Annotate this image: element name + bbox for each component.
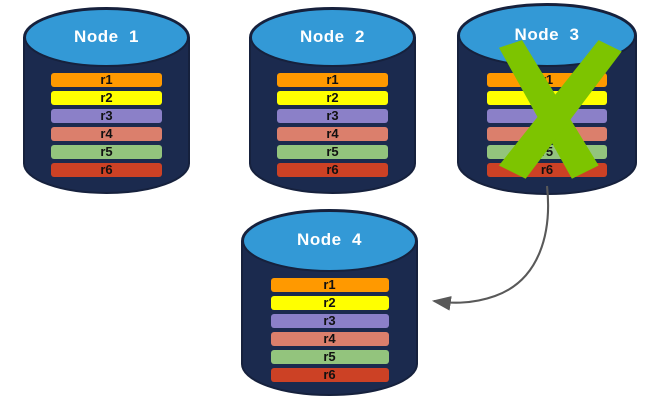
node-4-row-r1[interactable]: r1 bbox=[270, 278, 389, 292]
node-4-row-r6[interactable]: r6 bbox=[270, 368, 389, 382]
node-1-row-r2[interactable]: r2 bbox=[51, 91, 162, 105]
node-4-rows: r1 r2 r3 r4 r5 r6 bbox=[242, 278, 417, 386]
cylinder-top-ellipse bbox=[242, 210, 417, 272]
node-4-row-r5[interactable]: r5 bbox=[270, 350, 389, 364]
node-2-row-r6[interactable]: r6 bbox=[277, 163, 388, 177]
node-1-row-r1[interactable]: r1 bbox=[51, 73, 162, 87]
node-3-row-r5[interactable]: r5 bbox=[487, 145, 607, 159]
node-1-row-r4[interactable]: r4 bbox=[51, 127, 162, 141]
node-3-row-r2[interactable]: r2 bbox=[487, 91, 607, 105]
node-4-row-r3[interactable]: r3 bbox=[270, 314, 389, 328]
node-3-row-r1[interactable]: r1 bbox=[487, 73, 607, 87]
node-1-row-r3[interactable]: r3 bbox=[51, 109, 162, 123]
node-2-rows: r1 r2 r3 r4 r5 r6 bbox=[250, 73, 415, 181]
node-2-row-r4[interactable]: r4 bbox=[277, 127, 388, 141]
node-3-row-r6[interactable]: r6 bbox=[487, 163, 607, 177]
node-3-row-r3[interactable]: r3 bbox=[487, 109, 607, 123]
cylinder-top-ellipse bbox=[458, 4, 636, 67]
node-1-row-r5[interactable]: r5 bbox=[51, 145, 162, 159]
node-2-row-r2[interactable]: r2 bbox=[277, 91, 388, 105]
cylinder-top-ellipse bbox=[250, 8, 415, 67]
node-2-row-r5[interactable]: r5 bbox=[277, 145, 388, 159]
node-1-rows: r1 r2 r3 r4 r5 r6 bbox=[24, 73, 189, 181]
node-4-row-r4[interactable]: r4 bbox=[270, 332, 389, 346]
cylinder-top-ellipse bbox=[24, 8, 189, 67]
node-3-row-r4[interactable]: r4 bbox=[487, 127, 607, 141]
node-2-row-r3[interactable]: r3 bbox=[277, 109, 388, 123]
node-3-rows: r1 r2 r3 r4 r5 r6 bbox=[458, 73, 636, 181]
node-4-row-r2[interactable]: r2 bbox=[270, 296, 389, 310]
node-2-row-r1[interactable]: r1 bbox=[277, 73, 388, 87]
node-1-row-r6[interactable]: r6 bbox=[51, 163, 162, 177]
